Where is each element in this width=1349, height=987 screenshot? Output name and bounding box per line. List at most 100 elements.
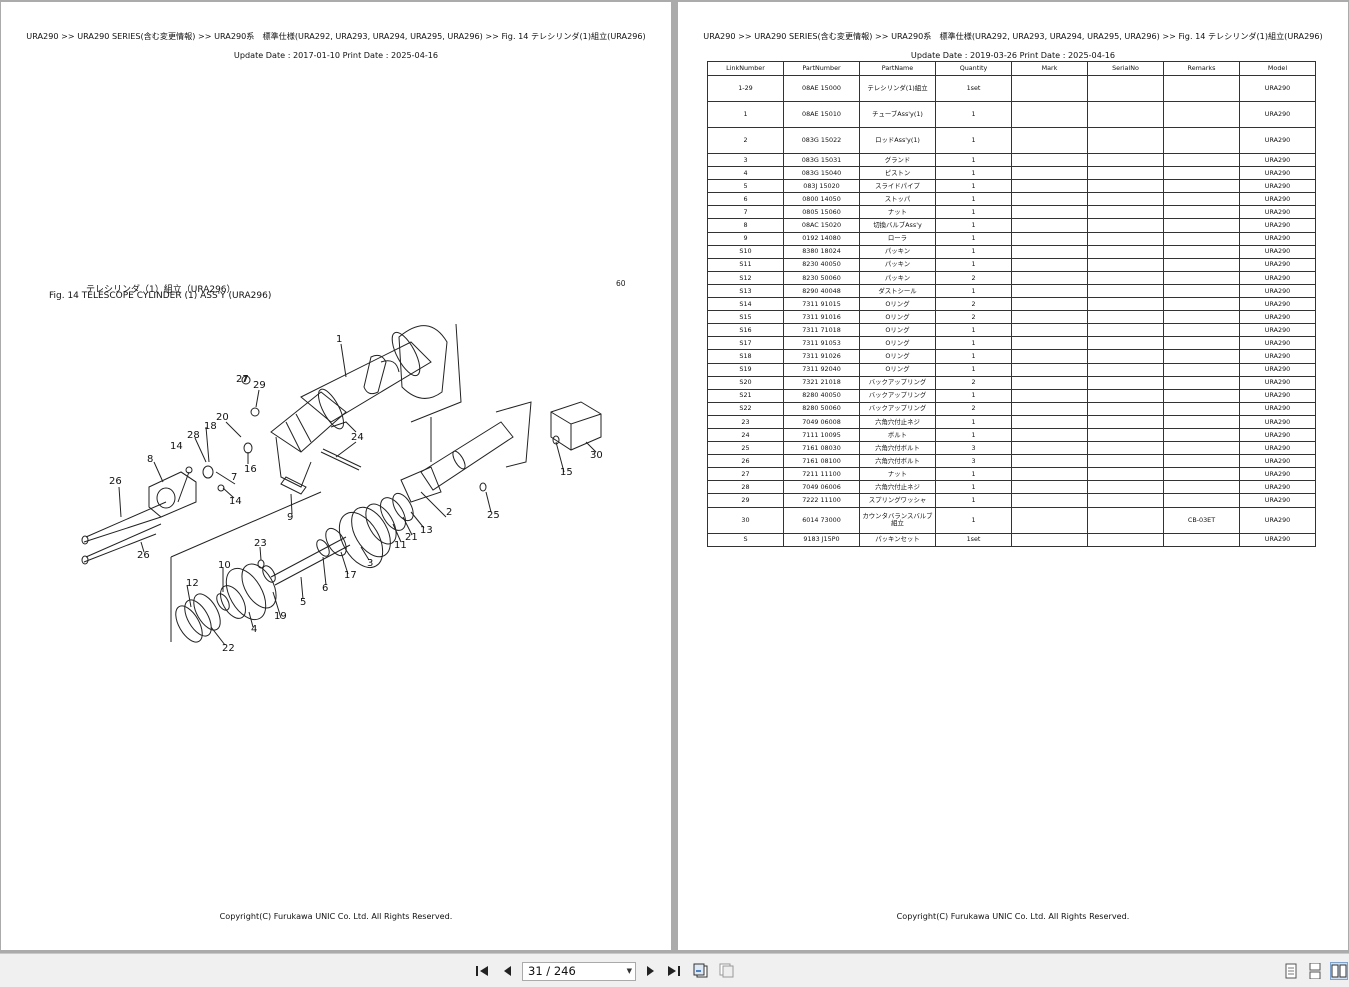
first-page-icon[interactable]	[473, 962, 491, 980]
table-cell	[1011, 375, 1088, 390]
table-cell: バックアップリング	[859, 388, 936, 403]
callout-6: 6	[322, 583, 328, 594]
table-cell	[1087, 532, 1164, 547]
page-number-input[interactable]: 31 / 246 ▼	[522, 962, 636, 981]
table-cell	[1163, 297, 1240, 312]
table-cell	[1087, 441, 1164, 456]
single-page-view-icon[interactable]	[1282, 962, 1300, 980]
table-cell: 083G 15040	[783, 166, 860, 181]
continuous-view-icon[interactable]	[1306, 962, 1324, 980]
table-cell: 7311 92040	[783, 362, 860, 377]
last-page-icon[interactable]	[665, 962, 683, 980]
table-cell	[1163, 401, 1240, 416]
table-cell: 1	[935, 152, 1012, 168]
table-cell: 1	[935, 166, 1012, 181]
callout-26a: 26	[109, 476, 122, 487]
next-page-icon[interactable]	[642, 962, 660, 980]
table-cell: ピストン	[859, 166, 936, 181]
table-cell: S	[707, 532, 784, 547]
table-cell: 3	[707, 152, 784, 168]
table-cell: 7161 08100	[783, 454, 860, 469]
table-cell	[1011, 218, 1088, 233]
table-cell: URA290	[1239, 349, 1316, 364]
callout-24: 24	[351, 432, 364, 443]
table-cell	[1087, 218, 1164, 233]
table-cell: 1	[935, 244, 1012, 259]
table-cell: 24	[707, 427, 784, 443]
table-cell	[1011, 414, 1088, 429]
table-cell	[1011, 297, 1088, 312]
column-header: Mark	[1011, 61, 1088, 76]
table-cell	[1087, 388, 1164, 403]
table-cell: Oリング	[859, 349, 936, 364]
table-cell	[1011, 349, 1088, 364]
table-cell	[1163, 127, 1240, 154]
table-cell: URA290	[1239, 257, 1316, 272]
table-cell: 1	[935, 179, 1012, 194]
page-back-icon[interactable]	[692, 962, 710, 980]
table-cell	[1011, 467, 1088, 482]
table-cell	[1011, 75, 1088, 102]
table-cell	[1087, 480, 1164, 495]
table-cell: 2	[935, 401, 1012, 416]
copyright: Copyright(C) Furukawa UNIC Co. Ltd. All …	[219, 911, 453, 921]
page-forward-icon[interactable]	[718, 962, 736, 980]
table-cell	[1087, 375, 1164, 390]
table-cell: 1	[935, 362, 1012, 377]
table-cell: URA290	[1239, 532, 1316, 547]
table-cell: 23	[707, 414, 784, 429]
callout-14b: 14	[229, 496, 242, 507]
table-cell: Oリング	[859, 336, 936, 351]
table-cell: 5	[707, 179, 784, 194]
table-cell	[1087, 127, 1164, 154]
table-cell	[1011, 127, 1088, 154]
callout-30: 30	[590, 450, 603, 461]
table-cell	[1011, 179, 1088, 194]
table-cell: 1	[935, 205, 1012, 220]
table-cell	[1163, 362, 1240, 377]
callout-21: 21	[405, 532, 418, 543]
chevron-down-icon[interactable]: ▼	[626, 967, 632, 975]
table-cell: 1	[935, 427, 1012, 443]
table-cell	[1087, 101, 1164, 128]
table-cell: URA290	[1239, 310, 1316, 325]
table-cell	[1163, 283, 1240, 299]
table-cell: Oリング	[859, 297, 936, 312]
table-cell	[1163, 349, 1240, 364]
table-cell: パッキン	[859, 244, 936, 259]
table-cell	[1087, 323, 1164, 338]
table-cell: 7049 06006	[783, 480, 860, 495]
column-header: LinkNumber	[707, 61, 784, 76]
table-cell: 1	[935, 101, 1012, 128]
callout-19: 19	[274, 611, 287, 622]
table-cell: 6014 73000	[783, 506, 860, 534]
right-page: URA290 >> URA290 SERIES(含む変更情報) >> URA29…	[678, 2, 1348, 950]
table-cell	[1011, 480, 1088, 495]
table-cell: S15	[707, 310, 784, 325]
table-cell: S16	[707, 323, 784, 338]
table-cell: 8230 40050	[783, 257, 860, 272]
table-cell: 083J 15020	[783, 179, 860, 194]
prev-page-icon[interactable]	[498, 962, 516, 980]
callout-9: 9	[287, 512, 293, 523]
page-indicator: 31 / 246	[528, 964, 576, 978]
table-cell	[1087, 427, 1164, 443]
table-cell	[1087, 166, 1164, 181]
table-cell: URA290	[1239, 506, 1316, 534]
table-cell	[1087, 152, 1164, 168]
table-cell	[1163, 75, 1240, 102]
table-cell	[1163, 218, 1240, 233]
table-cell: S17	[707, 336, 784, 351]
table-cell	[1087, 310, 1164, 325]
two-page-view-icon[interactable]	[1330, 962, 1348, 980]
table-cell: 1	[935, 257, 1012, 272]
